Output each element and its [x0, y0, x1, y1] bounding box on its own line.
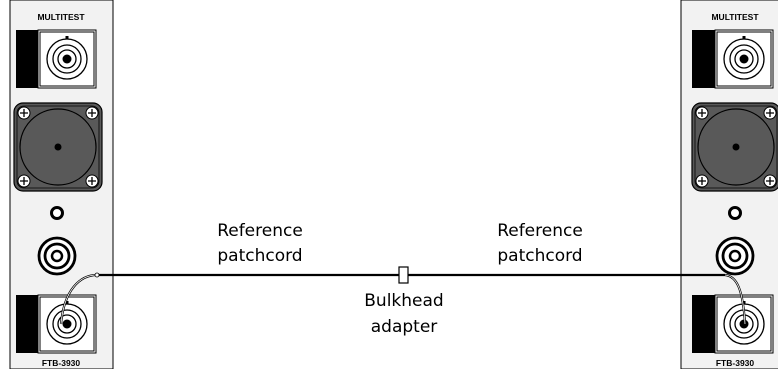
right-instrument-panel: MULTITEST FTB-3930: [680, 0, 778, 369]
left-bottom-label-block: [16, 295, 39, 353]
right-panel-bottom-label: FTB-3930: [716, 358, 755, 368]
left-indicator-led: [50, 206, 64, 220]
right-patchcord-label-line1: Reference: [497, 221, 583, 241]
right-indicator-led: [728, 206, 742, 220]
bulkhead-adapter-label-line2: adapter: [371, 317, 438, 337]
left-top-label-block: [16, 30, 39, 88]
left-top-optical-connector[interactable]: [37, 29, 97, 89]
left-speaker-icon: [13, 102, 103, 192]
bulkhead-adapter-label-line1: Bulkhead: [364, 291, 443, 311]
right-panel-top-label: MULTITEST: [711, 12, 759, 22]
left-bottom-optical-connector[interactable]: [37, 294, 97, 354]
left-panel-top-label: MULTITEST: [37, 12, 85, 22]
right-patchcord-label-line2: patchcord: [497, 246, 582, 266]
right-top-label-block: [692, 30, 715, 88]
left-patchcord-label-line2: patchcord: [217, 246, 302, 266]
left-patchcord-label-line1: Reference: [217, 221, 303, 241]
right-rf-connector[interactable]: [715, 236, 755, 276]
patchcord-cable: [59, 266, 747, 325]
left-panel-bottom-label: FTB-3930: [42, 358, 81, 368]
left-instrument-panel: MULTITEST FTB-3930: [9, 0, 114, 369]
right-bottom-label-block: [692, 295, 715, 353]
right-speaker-icon: [691, 102, 778, 192]
left-rf-connector[interactable]: [37, 236, 77, 276]
bulkhead-adapter-icon: [398, 266, 409, 284]
right-top-optical-connector[interactable]: [714, 29, 774, 89]
